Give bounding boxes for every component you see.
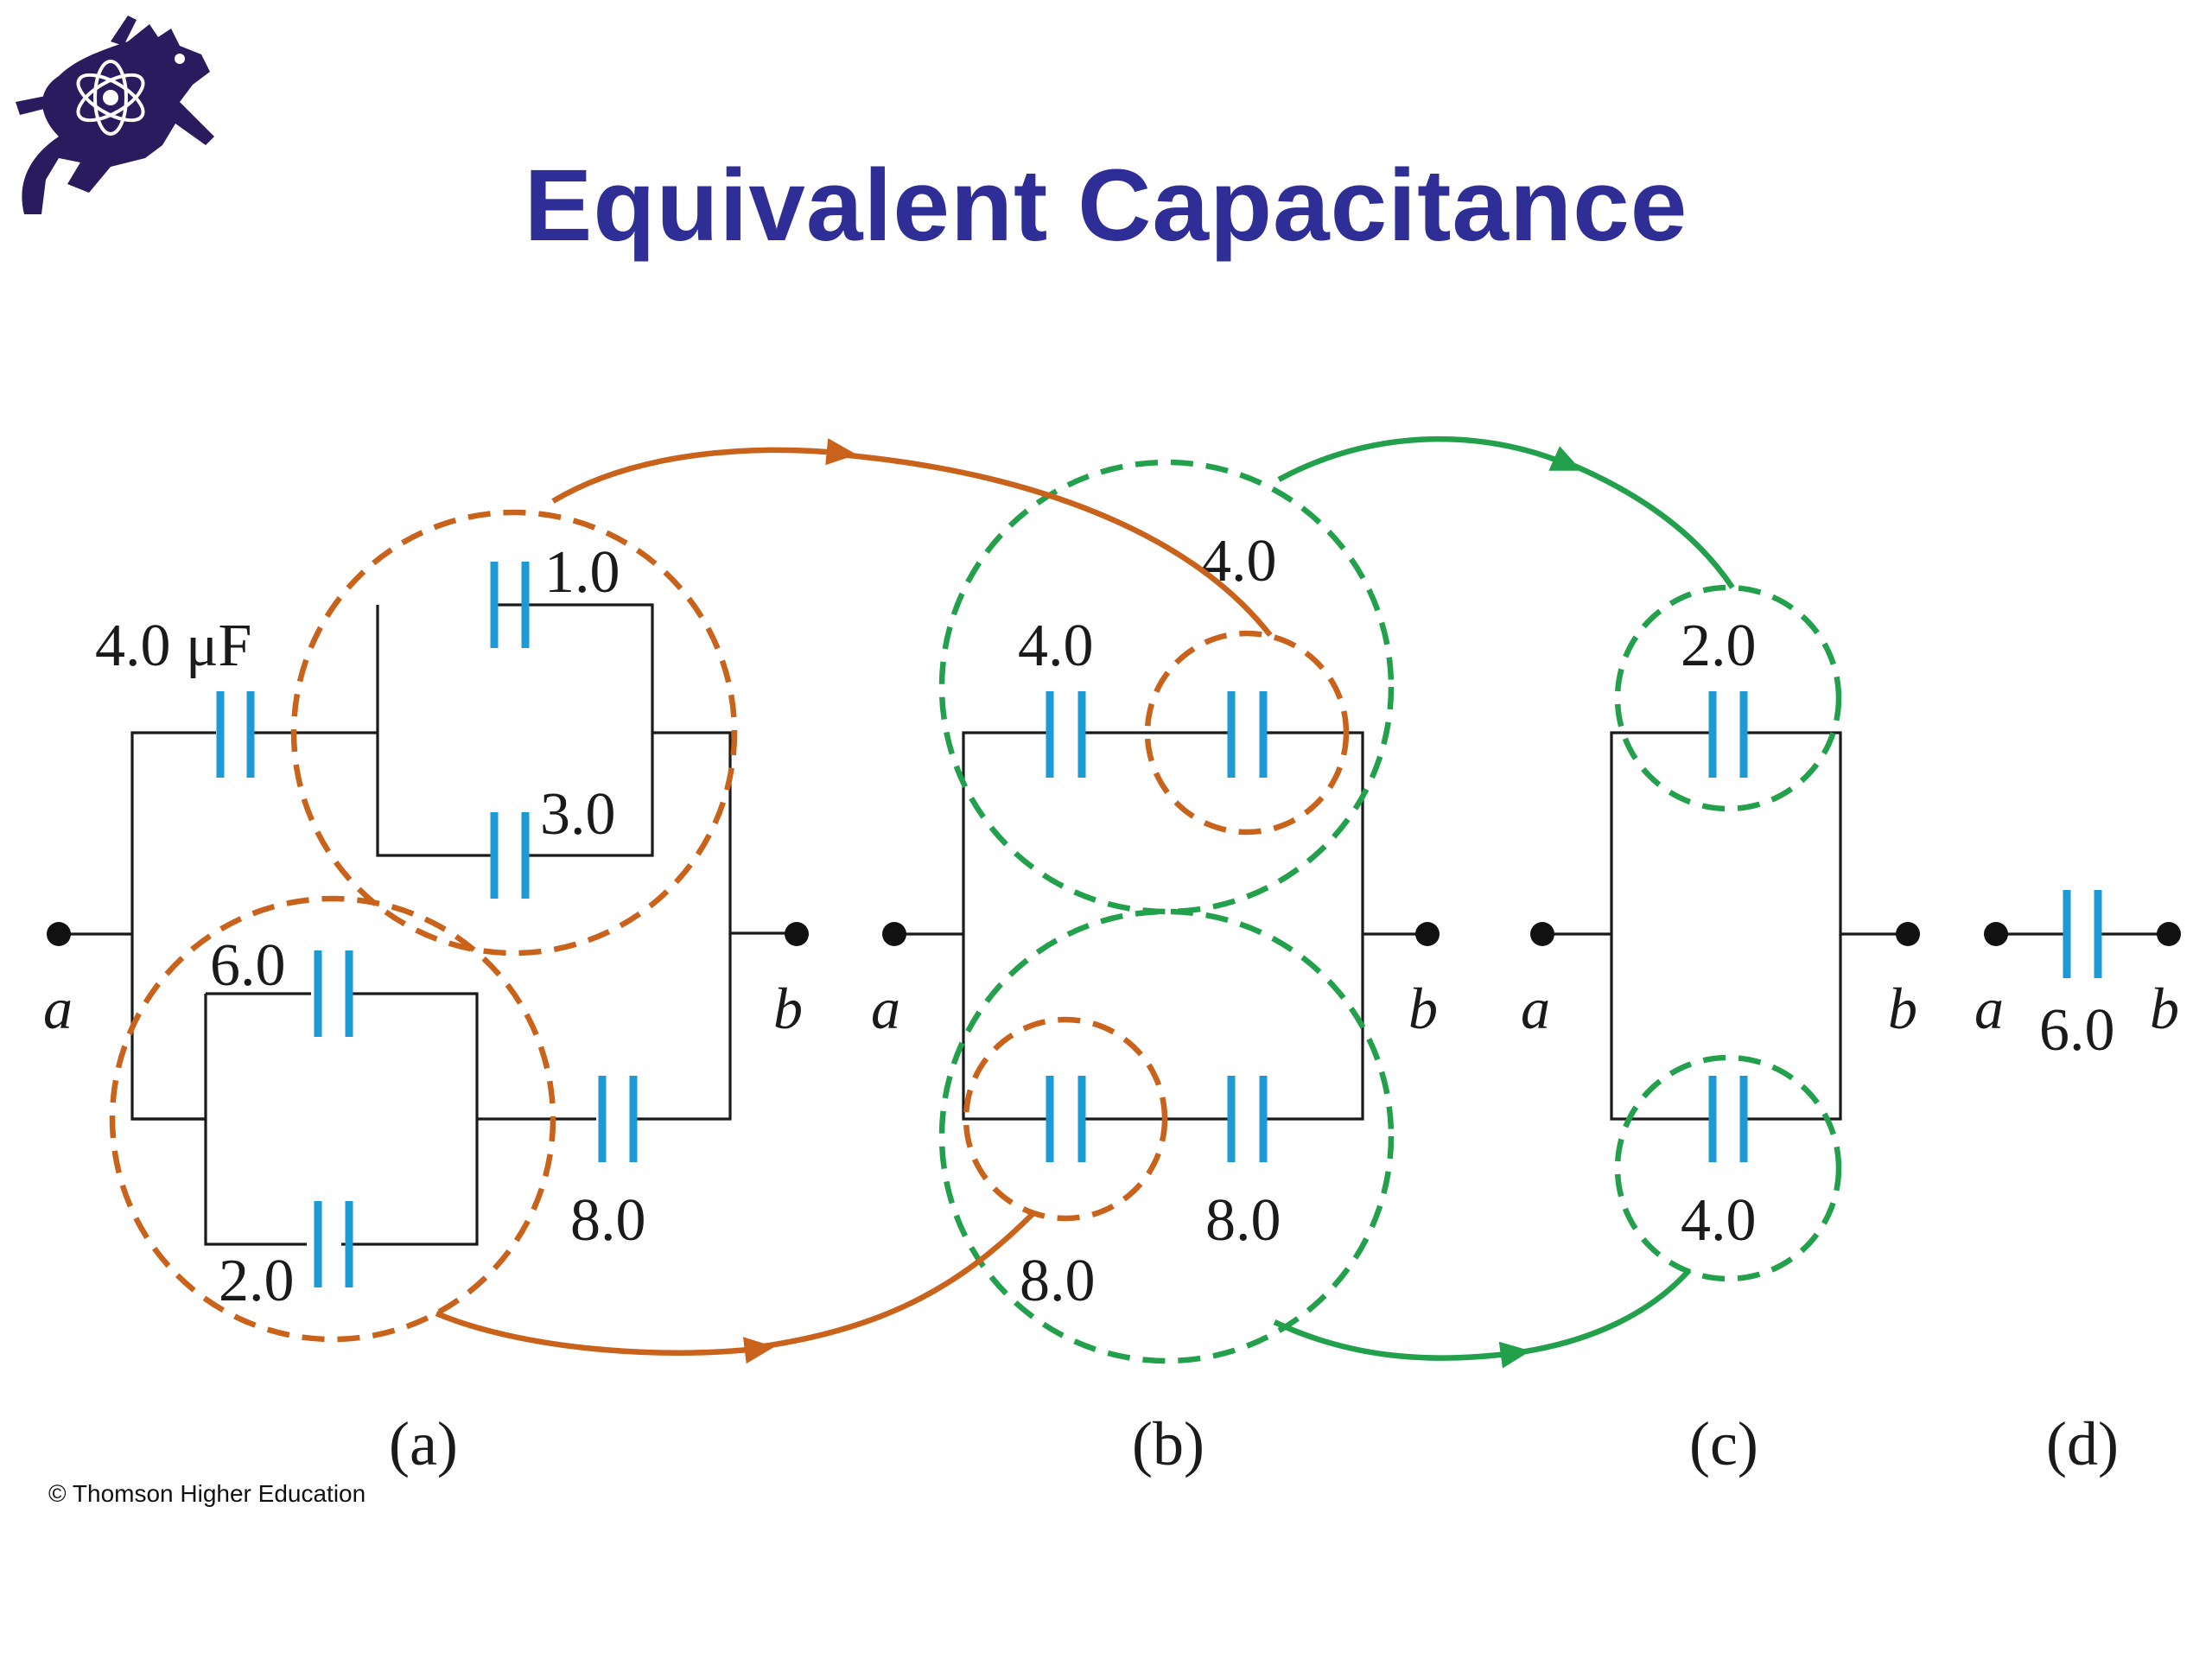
cap-label: 6.0 <box>210 932 286 999</box>
page-title: Equivalent Capacitance <box>524 149 1688 263</box>
capacitor-2uF <box>1708 691 1748 778</box>
cap-label: 4.0 <box>1018 613 1094 679</box>
group-circle-result-4 <box>1614 1054 1842 1282</box>
cap-label: 8.0 <box>1020 1248 1096 1314</box>
cap-label: 8.0 <box>570 1187 646 1254</box>
wire <box>1542 731 1908 936</box>
group-circle-result-2 <box>1614 584 1842 812</box>
cap-label: 8.0 <box>1205 1187 1281 1254</box>
terminal-node <box>1530 922 1554 946</box>
terminal-b-label: b <box>1408 976 1438 1041</box>
cap-label: 4.0 <box>1201 528 1277 594</box>
panel-label: (a) <box>389 1409 458 1478</box>
panel-label: (b) <box>1132 1409 1205 1478</box>
cap-label: 6.0 <box>2039 997 2115 1064</box>
group-circle-result-4 <box>1144 630 1350 836</box>
cap-label: 4.0 <box>1681 1187 1757 1254</box>
arrow-b-to-c-bottom <box>1273 1319 1531 1369</box>
panel-c: 2.0 4.0 a b (c) <box>1521 584 1920 1478</box>
group-circle-parallel-6-2 <box>109 895 556 1343</box>
group-circle-result-8 <box>963 1016 1168 1222</box>
cap-label: 4.0 μF <box>95 613 251 679</box>
terminal-b-label: b <box>773 976 803 1041</box>
arrow-b-to-c-top-tail <box>1558 456 1735 589</box>
panel-label: (d) <box>2046 1409 2119 1478</box>
capacitor-1uF <box>490 562 530 648</box>
capacitor-4uF <box>216 691 255 778</box>
terminal-node <box>1896 922 1920 946</box>
terminal-node <box>1415 922 1440 946</box>
capacitor-4uF <box>1046 691 1086 778</box>
capacitor-6uF <box>2063 890 2102 978</box>
arrow-b-to-c-top <box>1277 435 1582 482</box>
capacitor-6uF <box>314 950 353 1037</box>
wire <box>376 603 797 935</box>
capacitor-2uF <box>314 1201 353 1287</box>
terminal-node <box>882 922 906 946</box>
capacitor-4uF <box>1227 691 1268 778</box>
cap-label: 1.0 <box>544 539 620 606</box>
group-circle-parallel-1-3 <box>290 509 738 957</box>
capacitor-8uF <box>1227 1076 1268 1162</box>
capacitor-8uF <box>598 1076 638 1162</box>
cap-label: 2.0 <box>1681 613 1757 679</box>
terminal-b-label: b <box>2150 976 2179 1041</box>
capacitor-4uF <box>1708 1076 1748 1162</box>
arrow-a-to-b-top-tail <box>829 450 1273 638</box>
panel-b: 4.0 4.0 8.0 8.0 a b (b) <box>871 459 1440 1478</box>
terminal-a-label: a <box>43 976 73 1041</box>
arrow-a-to-b-top <box>551 438 857 504</box>
wire <box>962 934 1364 1121</box>
arrow-a-to-b-bottom <box>435 1311 775 1364</box>
capacitor-3uF <box>490 812 530 899</box>
cap-label: 2.0 <box>219 1248 295 1314</box>
terminal-a-label: a <box>871 976 900 1041</box>
group-circle-series-4-4 <box>938 459 1395 915</box>
arrow-a-to-b-bottom-tail <box>751 1211 1035 1351</box>
arrow-b-to-c-bottom-tail <box>1507 1268 1692 1357</box>
terminal-node <box>785 922 809 946</box>
panel-d: 6.0 a b (d) <box>1974 890 2181 1478</box>
terminal-a-label: a <box>1974 976 2004 1041</box>
terminal-a-label: a <box>1521 976 1550 1041</box>
wire <box>894 731 1427 936</box>
capacitor-8uF <box>1046 1076 1086 1162</box>
wire <box>1610 934 1842 1121</box>
horned-lizard-atom-logo-icon <box>16 16 214 214</box>
wire <box>59 731 378 936</box>
terminal-node <box>1984 922 2008 946</box>
cap-label: 3.0 <box>540 781 616 848</box>
panel-a: 4.0 μF 1.0 3.0 6.0 2.0 8.0 a b (a) <box>43 509 809 1478</box>
terminal-node <box>47 922 71 946</box>
panel-label: (c) <box>1689 1409 1758 1478</box>
copyright-text: © Thomson Higher Education <box>48 1480 366 1507</box>
group-circle-series-8-8 <box>938 908 1395 1364</box>
terminal-b-label: b <box>1888 976 1917 1041</box>
terminal-node <box>2157 922 2181 946</box>
